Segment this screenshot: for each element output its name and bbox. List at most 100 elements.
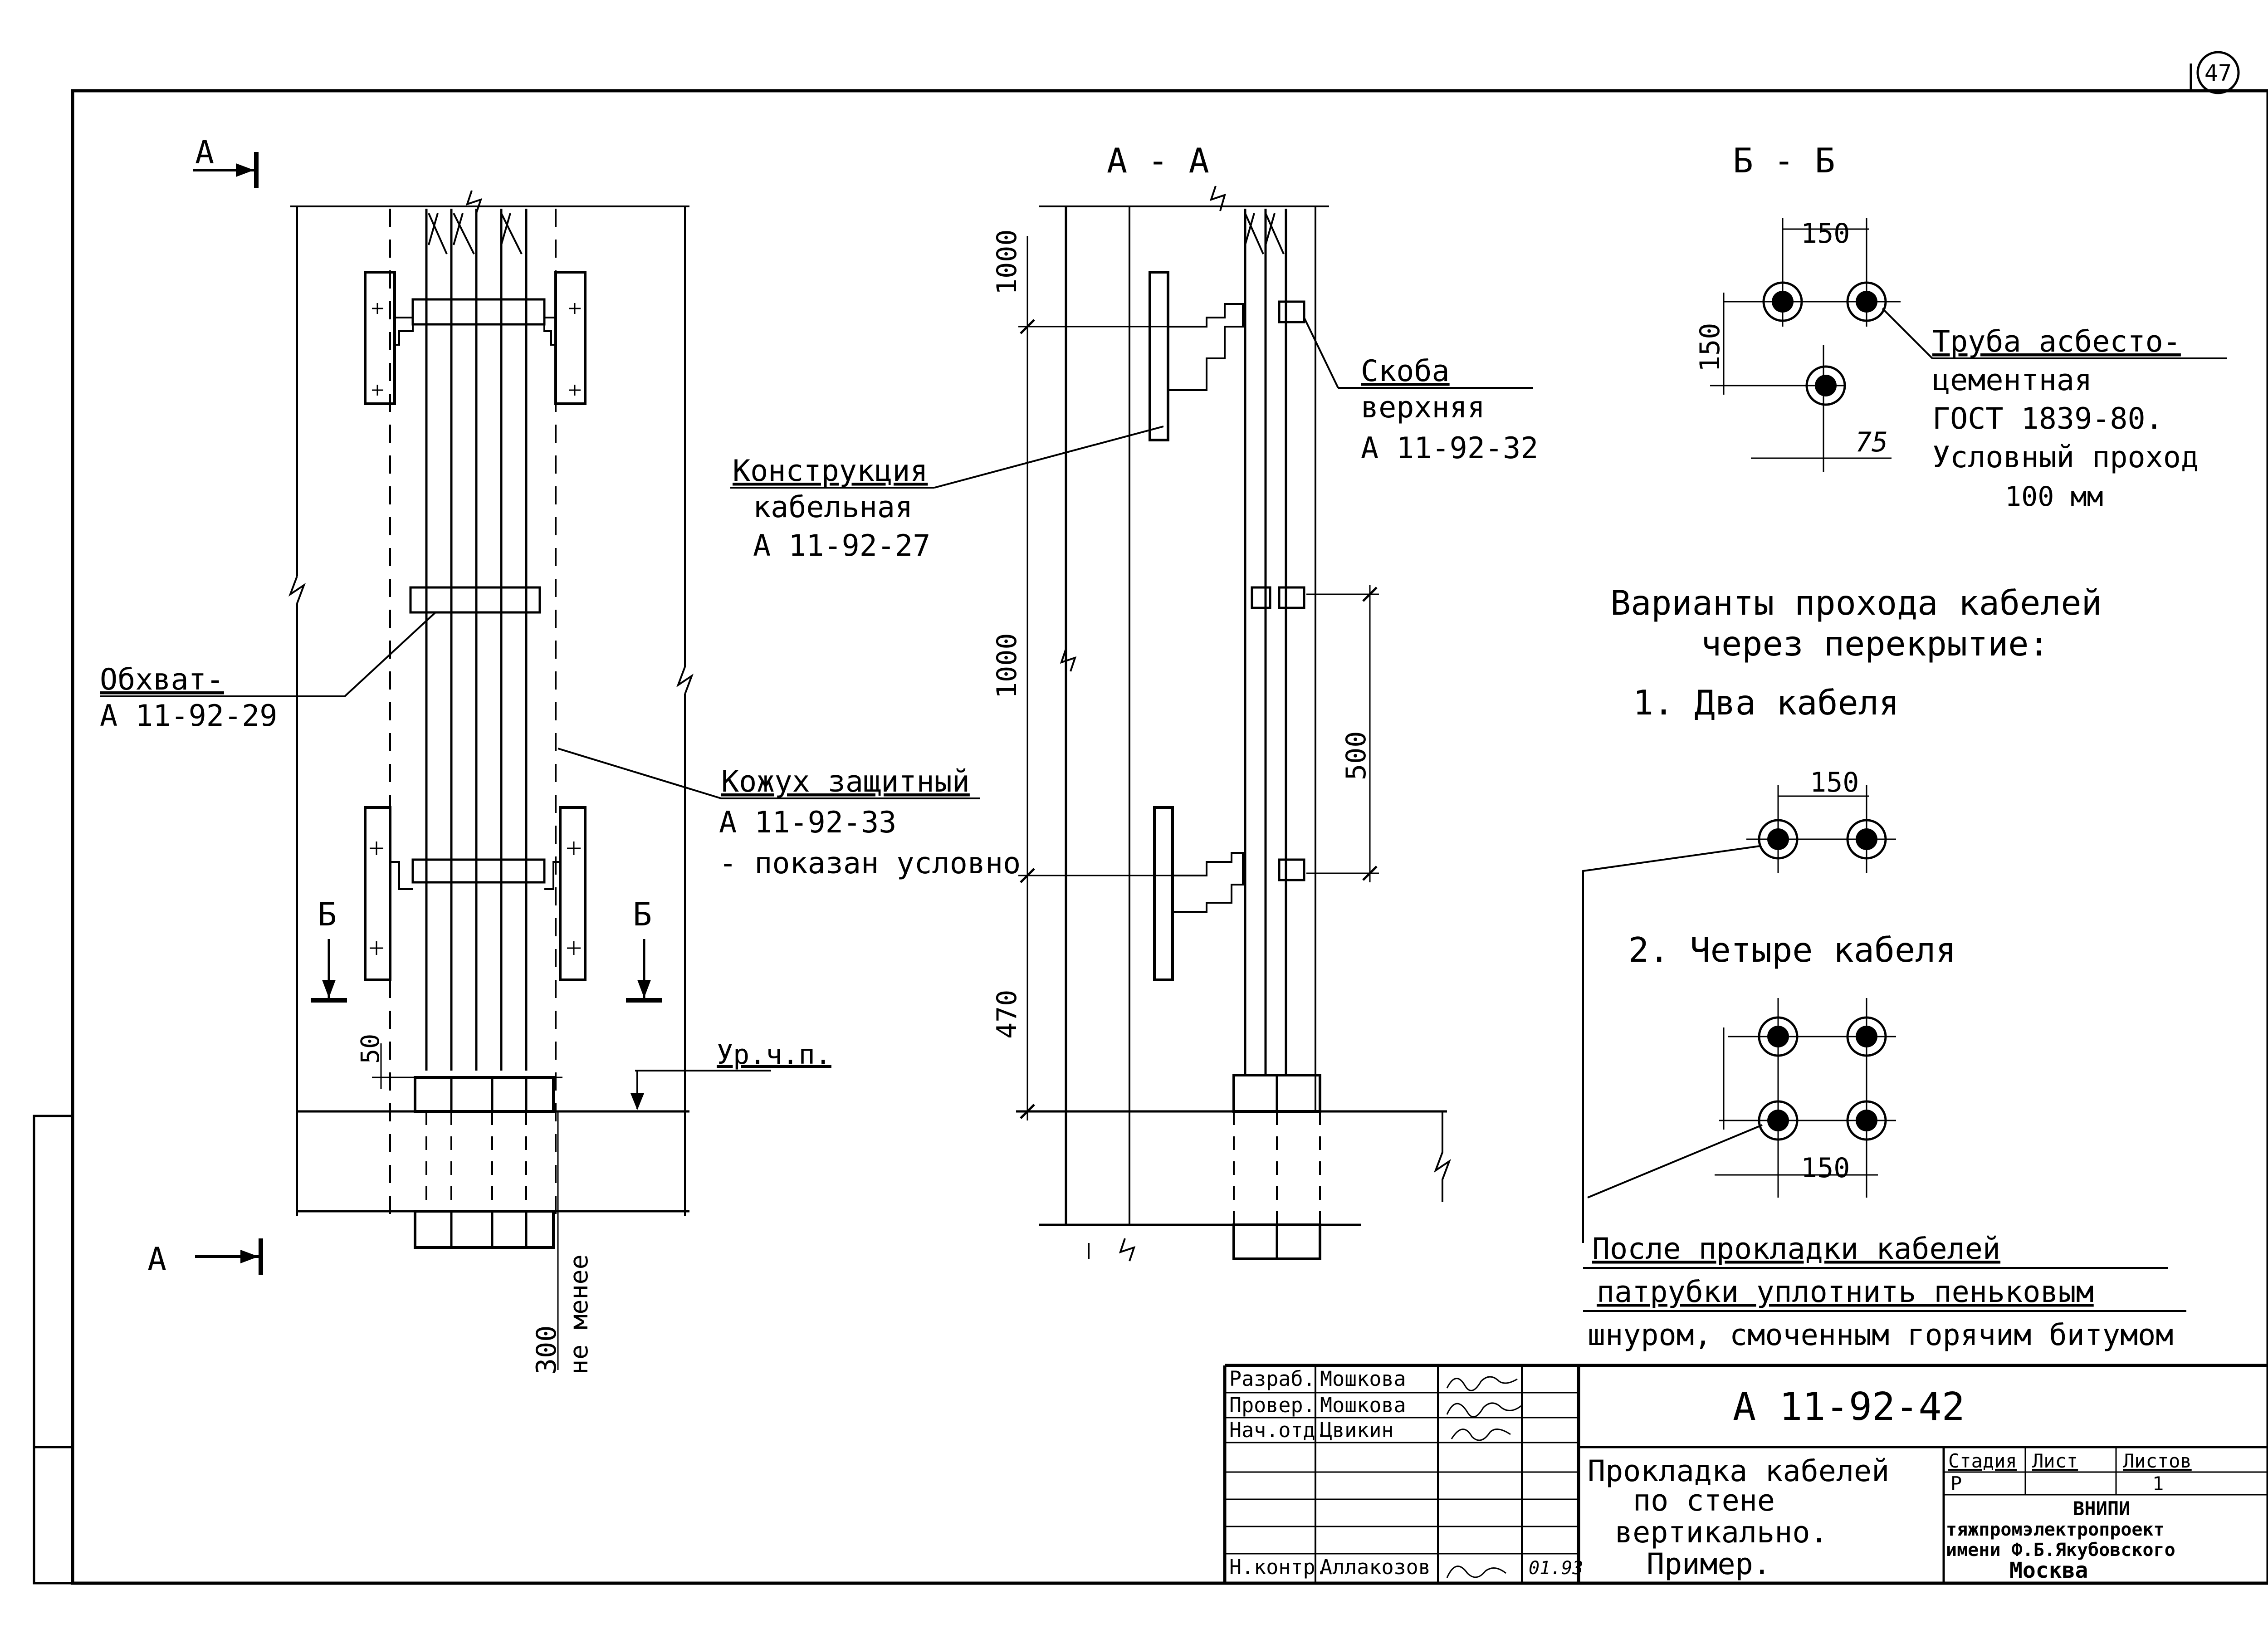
installation-note: После прокладки кабелей патрубки уплотни… <box>1583 1232 2186 1352</box>
pipe-callout: Труба асбесто- цементная ГОСТ 1839-80. У… <box>1882 308 2227 513</box>
svg-text:А 11-92-42: А 11-92-42 <box>1733 1384 1965 1429</box>
svg-text:Нач.отд.: Нач.отд. <box>1229 1418 1328 1442</box>
svg-text:верхняя: верхняя <box>1361 391 1485 425</box>
drawing-frame: 47 <box>33 51 2268 1585</box>
sheet-info: Стадия Лист Листов Р 1 <box>1948 1450 2192 1495</box>
section-mark-a-bottom: А <box>147 1238 263 1278</box>
aa-upper-construction <box>1149 271 1305 441</box>
svg-text:Пример.: Пример. <box>1647 1547 1771 1581</box>
page-number: 47 <box>2204 60 2232 86</box>
svg-text:кабельная: кабельная <box>753 490 913 524</box>
cable-bundle <box>425 190 528 1071</box>
section-aa-title: А - А <box>1107 141 1209 181</box>
svg-text:А 11-92-33: А 11-92-33 <box>719 806 896 840</box>
designation: А 11-92-42 <box>1733 1384 1965 1429</box>
svg-text:Мошкова: Мошкова <box>1320 1367 1406 1391</box>
svg-text:Разраб.: Разраб. <box>1229 1367 1315 1391</box>
svg-text:1000: 1000 <box>991 230 1023 295</box>
aa-dim-500: 500 <box>1306 585 1379 882</box>
svg-text:не менее: не менее <box>564 1254 593 1375</box>
four-cables: 150 <box>1587 998 1896 1199</box>
dim-50: 50 <box>356 1034 562 1089</box>
svg-text:100 мм: 100 мм <box>2005 481 2103 513</box>
svg-text:50: 50 <box>356 1034 385 1064</box>
svg-text:Лист: Лист <box>2032 1450 2078 1472</box>
signature-names: Мошкова Мошкова Цвикин Аллакозов <box>1320 1367 1431 1579</box>
organization: ВНИПИ тяжпромэлектропроект имени Ф.Б.Яку… <box>1946 1497 2175 1583</box>
svg-text:ВНИПИ: ВНИПИ <box>2073 1497 2130 1520</box>
clamp-callout: Обхват- А 11-92-29 <box>100 612 436 733</box>
svg-text:150: 150 <box>1810 767 1859 798</box>
svg-text:тяжпромэлектропроект: тяжпромэлектропроект <box>1946 1519 2165 1540</box>
dim-300-not-less: 300 не менее <box>531 1111 593 1375</box>
floor-level-mark: Ур.ч.п. <box>631 1039 831 1110</box>
svg-text:- показан условно: - показан условно <box>719 846 1021 881</box>
svg-text:Провер.: Провер. <box>1229 1393 1315 1417</box>
svg-text:Труба асбесто-: Труба асбесто- <box>1932 325 2181 359</box>
svg-text:шнуром, смоченным горячим биту: шнуром, смоченным горячим битумом <box>1588 1318 2173 1352</box>
svg-text:Б: Б <box>633 896 652 933</box>
svg-text:А: А <box>195 134 214 171</box>
section-bb-title: Б - Б <box>1733 141 1835 181</box>
title-block: А 11-92-42 Разраб. Провер. Нач.отд. Н.ко… <box>1223 1364 2268 1583</box>
section-mark-b-right: Б <box>626 896 662 1003</box>
svg-text:патрубки уплотнить пеньковым: патрубки уплотнить пеньковым <box>1597 1275 2094 1309</box>
variants: Варианты прохода кабелей через перекрыти… <box>1582 583 2186 1352</box>
svg-text:2. Четыре кабеля: 2. Четыре кабеля <box>1628 930 1956 970</box>
two-cables: 150 <box>1582 767 1896 1243</box>
svg-text:Конструкция: Конструкция <box>733 454 928 488</box>
svg-text:цементная: цементная <box>1932 363 2092 397</box>
svg-text:1000: 1000 <box>991 633 1023 699</box>
clamp <box>409 586 541 614</box>
casing-callout: Кожух защитный А 11-92-33 - показан усло… <box>557 748 1021 881</box>
svg-text:А: А <box>147 1241 166 1278</box>
sign-date: 01.93 <box>1529 1558 1583 1579</box>
svg-text:Стадия: Стадия <box>1948 1450 2017 1472</box>
handwritten-signatures <box>1446 1376 1522 1578</box>
svg-text:Мошкова: Мошкова <box>1320 1393 1406 1417</box>
svg-text:вертикально.: вертикально. <box>1615 1516 1828 1550</box>
section-mark-a-top: А <box>193 134 259 188</box>
svg-text:150: 150 <box>1801 1152 1850 1184</box>
elevation-view: А А <box>100 134 1021 1375</box>
svg-text:Аллакозов: Аллакозов <box>1320 1555 1431 1579</box>
pipe-marker <box>1762 281 1887 406</box>
svg-text:А 11-92-29: А 11-92-29 <box>100 699 277 733</box>
aa-lower-construction <box>1153 806 1305 981</box>
svg-text:через перекрытие:: через перекрытие: <box>1701 624 2049 664</box>
lower-bracket <box>364 806 587 981</box>
svg-text:Б: Б <box>318 896 337 933</box>
svg-text:Листов: Листов <box>2123 1450 2192 1472</box>
svg-text:Москва: Москва <box>2009 1558 2088 1583</box>
upper-bracket <box>364 271 587 405</box>
svg-text:После прокладки кабелей: После прокладки кабелей <box>1592 1232 2000 1266</box>
svg-text:Скоба: Скоба <box>1361 354 1450 388</box>
aa-dims: 1000 1000 470 <box>991 230 1179 1120</box>
svg-text:Р: Р <box>1950 1473 1962 1495</box>
section-mark-b-left: Б <box>311 896 347 1003</box>
floor-level-label: Ур.ч.п. <box>717 1039 831 1071</box>
svg-text:А 11-92-27: А 11-92-27 <box>753 529 930 563</box>
aa-mid-clamp <box>1251 586 1305 609</box>
svg-text:75: 75 <box>1855 426 1888 458</box>
drawing-title: Прокладка кабелей по стене вертикально. … <box>1588 1454 1889 1581</box>
signature-roles: Разраб. Провер. Нач.отд. Н.контр. <box>1229 1367 1328 1579</box>
svg-text:Н.контр.: Н.контр. <box>1229 1555 1328 1579</box>
bracket-callout: Скоба верхняя А 11-92-32 <box>1303 317 1538 465</box>
svg-text:А 11-92-32: А 11-92-32 <box>1361 431 1538 465</box>
section-aa-view: А - А <box>730 141 1538 1262</box>
variants-title: Варианты прохода кабелей <box>1610 583 2102 623</box>
svg-text:470: 470 <box>991 990 1023 1039</box>
svg-text:1. Два кабеля: 1. Два кабеля <box>1633 683 1899 723</box>
svg-text:Обхват-: Обхват- <box>100 663 224 697</box>
svg-text:ГОСТ 1839-80.: ГОСТ 1839-80. <box>1932 402 2163 436</box>
svg-text:Цвикин: Цвикин <box>1320 1418 1394 1442</box>
svg-text:150: 150 <box>1801 218 1850 250</box>
svg-text:150: 150 <box>1694 323 1726 372</box>
section-bb-view: Б - Б 150 150 75 Труба асбесто- цементна… <box>1694 141 2227 513</box>
floor-slab <box>297 1076 689 1249</box>
svg-text:Условный проход: Условный проход <box>1932 440 2199 475</box>
svg-text:300: 300 <box>531 1326 562 1375</box>
svg-text:1: 1 <box>2152 1473 2164 1495</box>
